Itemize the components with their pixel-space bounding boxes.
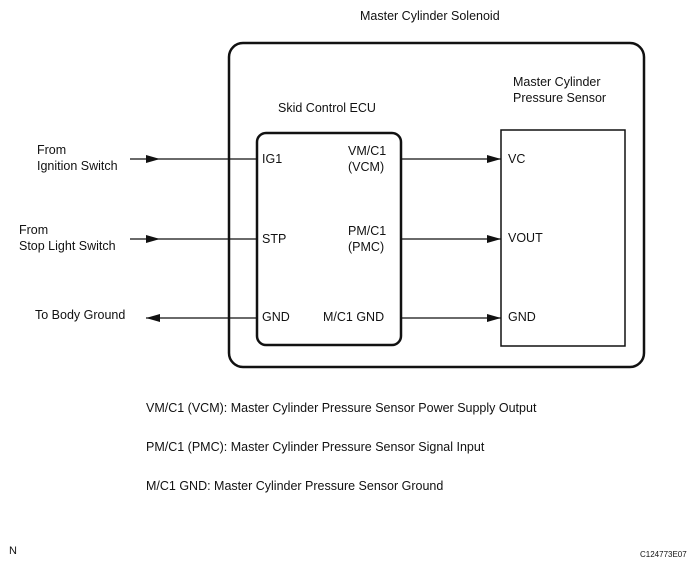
ecu-pin-pmc1: PM/C1 xyxy=(348,224,387,238)
arrow-sensor-gnd xyxy=(487,314,501,322)
sensor-title-line2: Pressure Sensor xyxy=(513,91,607,105)
ignition-label-line2: Ignition Switch xyxy=(37,159,118,173)
stoplight-label-line2: Stop Light Switch xyxy=(19,239,116,253)
ecu-pin-ig1: IG1 xyxy=(262,152,283,166)
body-ground-label: To Body Ground xyxy=(35,308,126,322)
sensor-title-line1: Master Cylinder xyxy=(513,75,601,89)
sensor-pin-vout: VOUT xyxy=(508,231,543,245)
ecu-pin-gnd: GND xyxy=(262,310,290,324)
stoplight-label-line1: From xyxy=(19,223,49,237)
ecu-title: Skid Control ECU xyxy=(278,101,376,115)
sensor-pin-gnd: GND xyxy=(508,310,536,324)
arrow-body-ground xyxy=(146,314,160,322)
arrow-ig1 xyxy=(146,155,160,163)
arrow-stp xyxy=(146,235,160,243)
legend-vcm: VM/C1 (VCM): Master Cylinder Pressure Se… xyxy=(146,401,537,415)
ecu-pin-vcm: (VCM) xyxy=(348,160,385,174)
solenoid-box xyxy=(227,41,646,369)
ignition-label-line1: From xyxy=(37,143,67,157)
arrow-vc xyxy=(487,155,501,163)
solenoid-title: Master Cylinder Solenoid xyxy=(360,9,500,23)
legend-pmc: PM/C1 (PMC): Master Cylinder Pressure Se… xyxy=(146,440,485,454)
legend-mc1-gnd: M/C1 GND: Master Cylinder Pressure Senso… xyxy=(146,479,444,493)
corner-marker: N xyxy=(9,545,17,557)
sensor-pin-vc: VC xyxy=(508,152,526,166)
sensor-box xyxy=(500,129,626,347)
ecu-pin-pmc: (PMC) xyxy=(348,240,385,254)
figure-code: C124773E07 xyxy=(640,550,687,559)
arrow-vout xyxy=(487,235,501,243)
ecu-pin-stp: STP xyxy=(262,232,287,246)
ecu-pin-mc1-gnd: M/C1 GND xyxy=(323,310,385,324)
ecu-pin-vmc1: VM/C1 xyxy=(348,144,387,158)
